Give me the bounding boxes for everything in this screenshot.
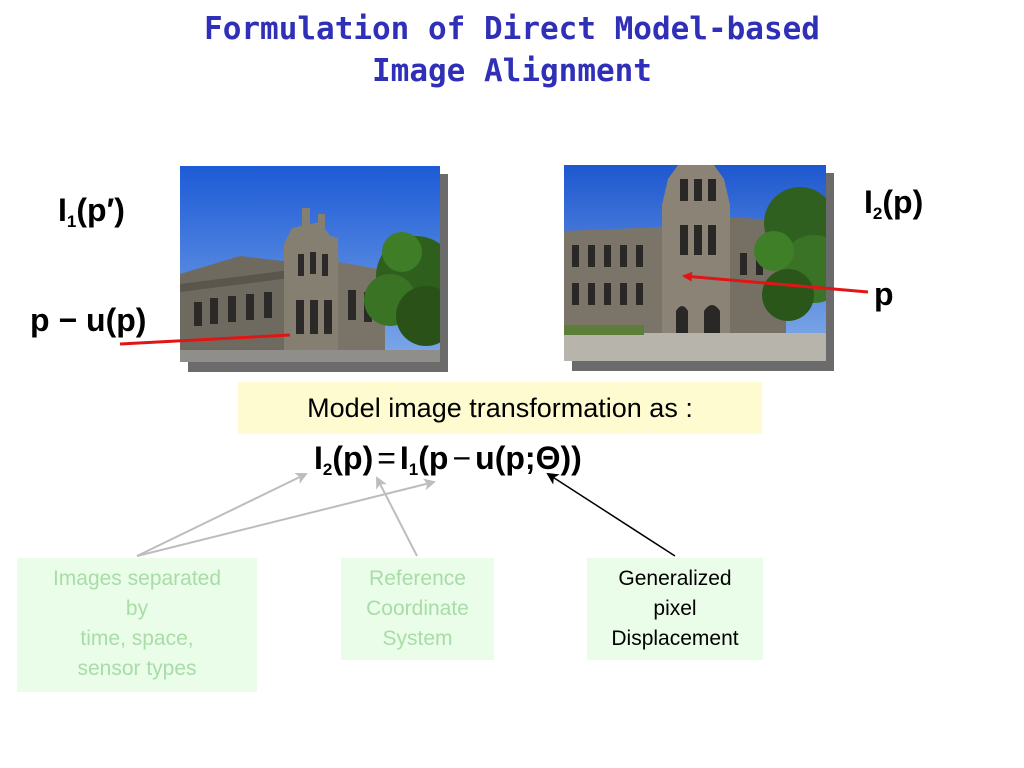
left-building-image [180, 166, 440, 362]
note-reference-line-3: System [382, 627, 453, 650]
eq-lhs-main: I [314, 440, 323, 476]
right-image-label-main: I [864, 184, 873, 220]
right-building-image [564, 165, 826, 361]
note-generalized-line-3: Displacement [611, 627, 739, 650]
right-photo [564, 165, 834, 371]
eq-rhs-sub: 1 [408, 460, 419, 479]
eq-minus: − [452, 440, 472, 476]
arrow-generalized-to-u [546, 472, 676, 557]
note-generalized-line-2: pixel [653, 597, 697, 620]
left-displacement-line [119, 333, 291, 346]
left-photo [180, 166, 448, 372]
left-image-label-sub: 1 [66, 212, 77, 231]
note-reference-line-1: Reference [369, 567, 466, 590]
note-images-separated-line-2: by [125, 597, 149, 620]
right-image-label-sub: 2 [872, 204, 883, 223]
left-image-label: I1(p′) [58, 192, 125, 232]
note-images-separated-line-4: sensor types [77, 657, 197, 680]
eq-rhs-arg1: (p [418, 440, 449, 476]
eq-lhs-arg: (p) [332, 440, 374, 476]
left-image-label-main: I [58, 192, 67, 228]
note-generalized-line-1: Generalized [618, 567, 732, 590]
right-image-label: I2(p) [864, 184, 923, 224]
slide-title: Formulation of Direct Model-based Image … [0, 8, 1024, 92]
left-image-label-arg: (p′) [76, 192, 125, 228]
right-point-arrow [682, 271, 869, 294]
model-equation: I2(p)=I1(p−u(p;Θ)) [314, 440, 582, 480]
arrow-images-to-i1 [136, 478, 436, 557]
note-reference-line-2: Coordinate [366, 597, 469, 620]
left-point-label: p − u(p) [30, 302, 147, 338]
note-reference: Reference Coordinate System [341, 558, 494, 660]
note-generalized: Generalized pixel Displacement [587, 558, 763, 660]
eq-rhs-arg2: u(p;Θ)) [475, 440, 582, 476]
right-point-label: p [874, 276, 894, 312]
arrow-reference-to-p [376, 476, 418, 557]
model-caption: Model image transformation as : [307, 393, 693, 423]
note-images-separated-line-1: Images separated [52, 567, 222, 590]
model-caption-box: Model image transformation as : [238, 382, 762, 434]
title-line-2: Image Alignment [372, 53, 652, 89]
note-images-separated-line-3: time, space, [80, 627, 194, 650]
title-line-1: Formulation of Direct Model-based [204, 11, 820, 47]
eq-equals: = [377, 440, 396, 476]
right-image-label-arg: (p) [882, 184, 924, 220]
eq-rhs-main: I [399, 440, 409, 476]
arrow-images-to-i2 [136, 472, 308, 557]
eq-lhs-sub: 2 [322, 460, 333, 479]
note-images-separated: Images separated by time, space, sensor … [17, 558, 257, 692]
